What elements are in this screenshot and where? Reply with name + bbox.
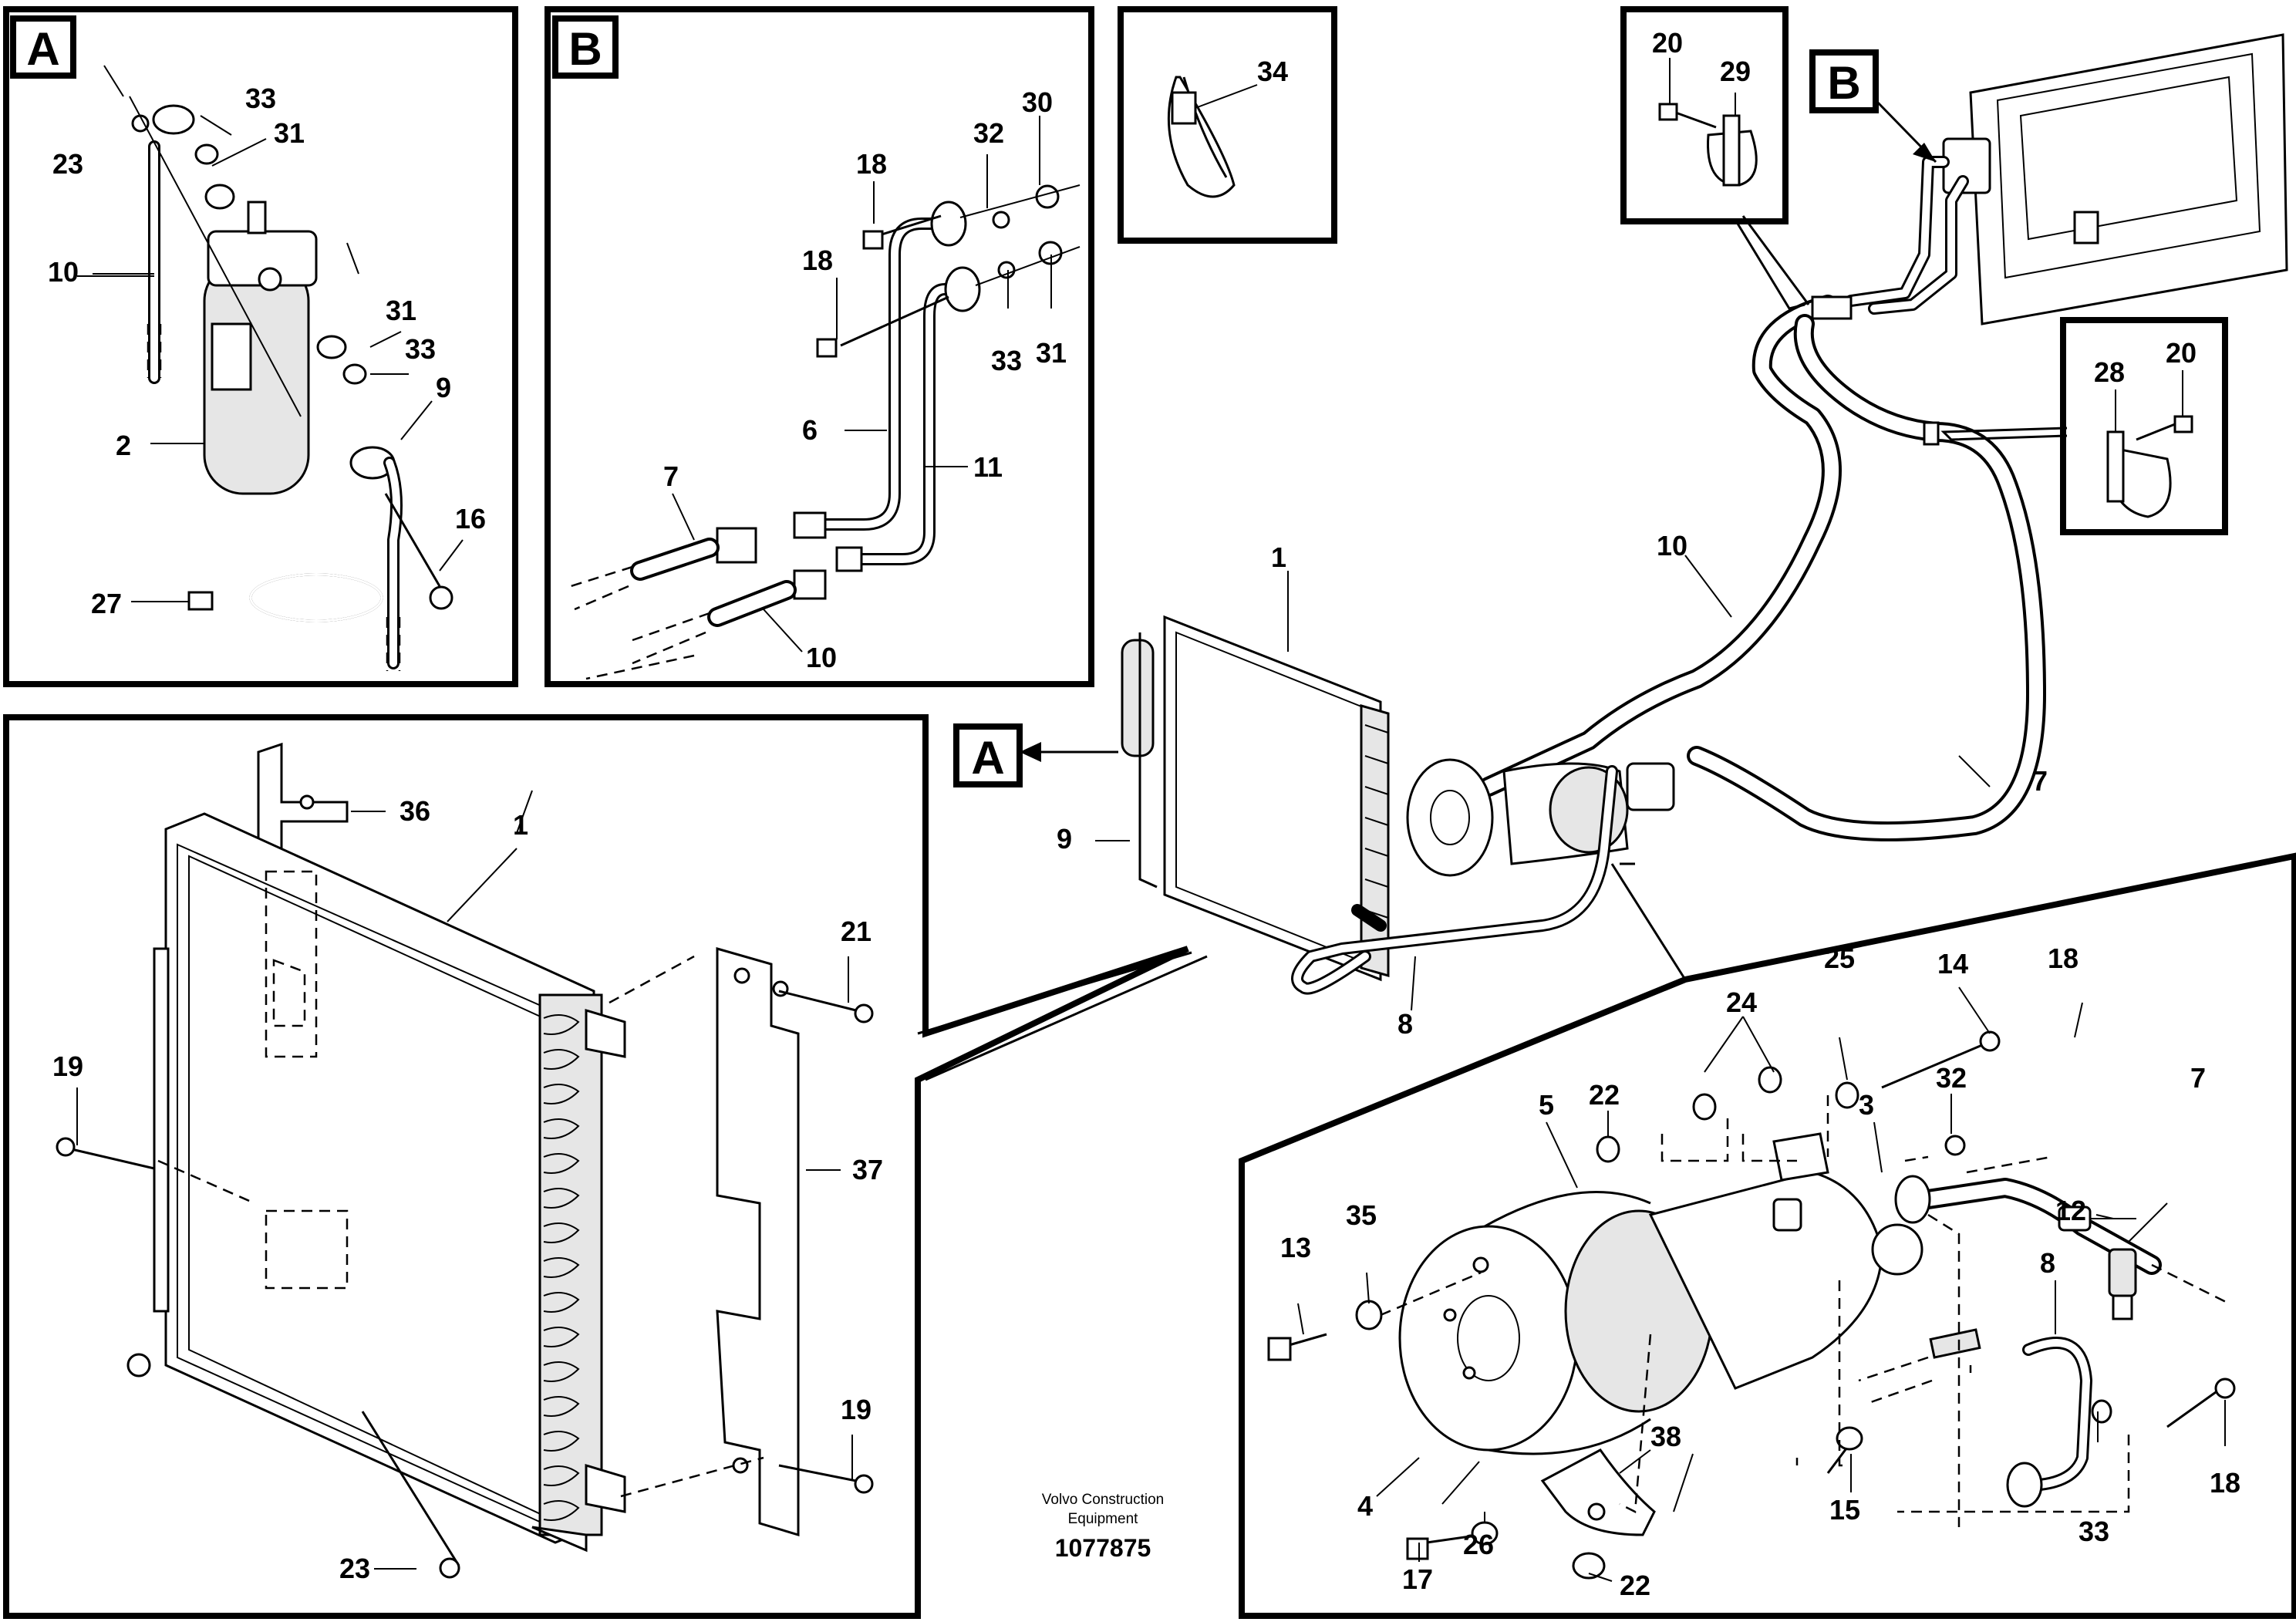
callout-19: 19 [52, 1050, 83, 1082]
panel-b-hose-connections: B 18 32 30 18 33 [544, 6, 1094, 687]
compressor-small [1406, 758, 1675, 877]
panel-clip-20-29: 20 29 [1620, 6, 1789, 224]
callout-25: 25 [1824, 943, 1855, 974]
callout-3: 3 [1859, 1089, 1874, 1121]
callout-31: 31 [274, 117, 305, 149]
callout-23: 23 [339, 1553, 370, 1584]
callout-28: 28 [2094, 356, 2125, 388]
callout-33: 33 [991, 345, 1022, 376]
callout-20: 20 [1652, 27, 1683, 59]
callout-21: 21 [841, 916, 872, 947]
main-label-a: A [971, 732, 1004, 784]
caption-company: Volvo Construction [1042, 1492, 1164, 1508]
caption: Volvo Construction Equipment 1077875 [1042, 1492, 1164, 1562]
callout-26: 26 [1463, 1529, 1494, 1560]
condenser-small [1121, 615, 1390, 982]
callout-main-9: 9 [1057, 823, 1072, 855]
callout-24: 24 [1726, 986, 1757, 1018]
condenser-coils [543, 1014, 580, 1521]
callout-comp-8: 8 [2040, 1247, 2055, 1279]
callout-2: 2 [116, 430, 131, 461]
callout-main-7: 7 [2032, 765, 2048, 797]
callout-15: 15 [1829, 1494, 1860, 1526]
callout-36: 36 [400, 795, 430, 827]
callout-14: 14 [1937, 948, 1968, 980]
callout-19b: 19 [841, 1394, 872, 1425]
panel-clip-28-20: 28 20 [2060, 317, 2228, 535]
evaporator-housing [1942, 33, 2288, 325]
main-label-b: B [1827, 57, 1860, 109]
panel-cable-tie: 34 [1118, 6, 1337, 244]
callout-35: 35 [1346, 1199, 1377, 1231]
callout-main-10: 10 [1657, 530, 1687, 561]
callout-main-1: 1 [1271, 541, 1286, 573]
main-assembly: A B 1 9 8 10 7 [953, 33, 2288, 1040]
callout-27: 27 [91, 588, 122, 619]
callout-31b: 31 [386, 295, 416, 326]
callout-23: 23 [52, 148, 83, 180]
callout-22b: 22 [1620, 1570, 1650, 1601]
callout-comp-18: 18 [2048, 943, 2079, 974]
callout-32: 32 [973, 117, 1004, 149]
callout-12: 12 [2055, 1195, 2086, 1226]
callout-30: 30 [1022, 86, 1053, 118]
callout-18: 18 [856, 148, 887, 180]
callout-31: 31 [1036, 337, 1067, 369]
pointer-condenser [917, 951, 1208, 1081]
callout-16: 16 [455, 503, 486, 534]
pointer-compressor [1610, 862, 1687, 980]
callout-7: 7 [663, 460, 679, 492]
callout-10: 10 [806, 642, 837, 673]
panel-condenser-detail: 36 1 21 19 37 19 23 [3, 714, 1189, 1619]
callout-comp-32: 32 [1936, 1062, 1967, 1094]
callout-10: 10 [48, 256, 79, 288]
callout-main-8: 8 [1397, 1008, 1413, 1040]
callout-33: 33 [245, 83, 276, 114]
callout-5: 5 [1539, 1089, 1554, 1121]
callout-comp-18b: 18 [2210, 1467, 2240, 1499]
callout-rad-1: 1 [513, 809, 528, 841]
callout-comp-7: 7 [2190, 1062, 2206, 1094]
callout-11: 11 [973, 451, 1003, 483]
callout-33b: 33 [405, 333, 436, 365]
callout-13: 13 [1280, 1232, 1311, 1263]
detail-label-a: A [26, 23, 59, 75]
document-number: 1077875 [1055, 1534, 1151, 1562]
callout-34: 34 [1257, 56, 1288, 87]
detail-label-b: B [568, 23, 602, 75]
callout-comp-33: 33 [2079, 1516, 2109, 1547]
panel-compressor-detail: 14 25 18 24 22 5 3 32 7 12 13 35 8 4 17 … [1239, 852, 2296, 1619]
callout-38: 38 [1650, 1421, 1681, 1452]
callout-17: 17 [1402, 1563, 1433, 1595]
callout-20b: 20 [2166, 337, 2197, 369]
callout-4: 4 [1357, 1490, 1373, 1522]
panel-a-receiver-drier: A 23 33 31 10 31 33 [3, 6, 518, 687]
caption-company-line2: Equipment [1068, 1511, 1139, 1527]
callout-29: 29 [1720, 56, 1751, 87]
callout-9: 9 [436, 372, 451, 403]
callout-22: 22 [1589, 1079, 1620, 1111]
callout-37: 37 [852, 1154, 883, 1185]
callout-6: 6 [802, 414, 818, 446]
callout-18b: 18 [802, 244, 833, 276]
